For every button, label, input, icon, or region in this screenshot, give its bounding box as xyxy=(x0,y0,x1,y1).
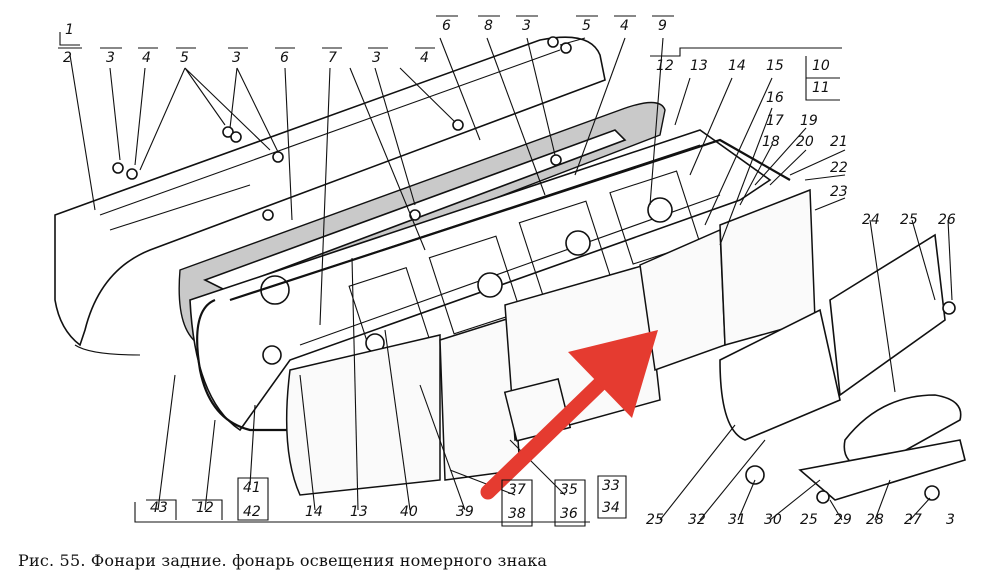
label-3c: 3 xyxy=(372,50,381,66)
figure-caption: Рис. 55. Фонари задние. фонарь освещения… xyxy=(18,551,548,570)
label-14b: 14 xyxy=(305,504,323,520)
label-9: 9 xyxy=(658,18,667,34)
label-39: 39 xyxy=(456,504,474,520)
label-boxes xyxy=(58,15,842,527)
label-30: 30 xyxy=(764,512,782,528)
label-12a: 12 xyxy=(656,58,674,74)
rear-cover xyxy=(54,36,606,356)
label-33: 33 xyxy=(602,478,620,494)
label-24: 24 xyxy=(862,212,880,228)
label-20: 20 xyxy=(796,134,814,150)
label-23: 23 xyxy=(830,184,848,200)
label-41: 41 xyxy=(243,480,261,496)
label-37: 37 xyxy=(508,482,526,498)
label-3b: 3 xyxy=(232,50,241,66)
red-arrow xyxy=(480,330,658,500)
label-43: 43 xyxy=(150,500,168,516)
label-7: 7 xyxy=(328,50,337,66)
label-15: 15 xyxy=(766,58,784,74)
label-14a: 14 xyxy=(728,58,746,74)
label-6b: 6 xyxy=(442,18,451,34)
label-40: 40 xyxy=(400,504,418,520)
label-27: 27 xyxy=(904,512,922,528)
label-29: 29 xyxy=(834,512,852,528)
label-13b: 13 xyxy=(350,504,368,520)
label-12b: 12 xyxy=(196,500,214,516)
label-3d: 3 xyxy=(522,18,531,34)
label-6a: 6 xyxy=(280,50,289,66)
label-25a: 25 xyxy=(900,212,918,228)
label-8: 8 xyxy=(484,18,493,34)
label-11: 11 xyxy=(812,80,830,96)
part-labels: 1 2 3 4 5 3 6 7 3 4 6 8 3 5 4 9 12 13 14… xyxy=(63,18,956,528)
label-21: 21 xyxy=(830,134,848,150)
front-frame xyxy=(196,138,791,432)
label-19: 19 xyxy=(800,113,818,129)
label-42: 42 xyxy=(243,504,261,520)
lenses xyxy=(285,188,816,496)
label-18: 18 xyxy=(762,134,780,150)
label-13a: 13 xyxy=(690,58,708,74)
label-16: 16 xyxy=(766,90,784,106)
label-25b: 25 xyxy=(646,512,664,528)
label-3e: 3 xyxy=(946,512,955,528)
label-4b: 4 xyxy=(420,50,429,66)
label-28: 28 xyxy=(866,512,884,528)
label-5a: 5 xyxy=(180,50,189,66)
label-25c: 25 xyxy=(800,512,818,528)
label-26: 26 xyxy=(938,212,956,228)
label-32: 32 xyxy=(688,512,706,528)
label-10: 10 xyxy=(812,58,830,74)
label-36: 36 xyxy=(560,506,578,522)
label-38: 38 xyxy=(508,506,526,522)
label-17: 17 xyxy=(766,113,784,129)
label-35: 35 xyxy=(560,482,578,498)
fasteners xyxy=(112,36,572,221)
license-plate-lamp xyxy=(719,233,966,504)
label-31: 31 xyxy=(728,512,746,528)
label-2: 2 xyxy=(63,50,72,66)
label-4c: 4 xyxy=(620,18,629,34)
label-3a: 3 xyxy=(106,50,115,66)
leader-lines xyxy=(59,32,953,523)
bulbs xyxy=(260,197,673,365)
label-34: 34 xyxy=(602,500,620,516)
label-5b: 5 xyxy=(582,18,591,34)
label-1: 1 xyxy=(65,22,74,38)
label-4a: 4 xyxy=(142,50,151,66)
label-22: 22 xyxy=(830,160,848,176)
